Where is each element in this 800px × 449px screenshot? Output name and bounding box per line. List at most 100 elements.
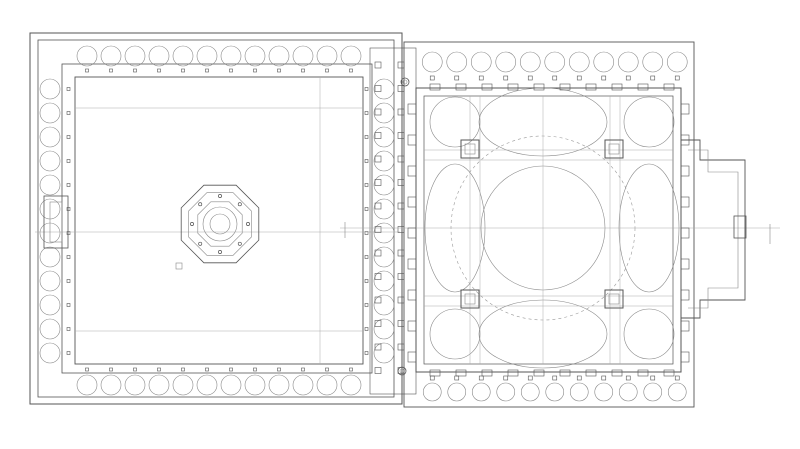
portico-column (66, 183, 71, 187)
portico-column (364, 87, 369, 91)
portico-column (109, 367, 113, 372)
portico-dome (340, 374, 362, 396)
buttress (585, 369, 597, 377)
connector-pier (374, 179, 382, 186)
portico-column (157, 367, 161, 372)
portico-dome (148, 374, 170, 396)
buttress (429, 369, 441, 377)
portico-column (205, 367, 209, 372)
portico-dome (172, 374, 194, 396)
portico-dome (39, 150, 61, 172)
portico-column (349, 367, 353, 372)
portico-dome (76, 374, 98, 396)
portico-dome (373, 102, 395, 124)
connector-pier (397, 85, 405, 92)
portico-dome (100, 45, 122, 67)
portico-dome (172, 45, 194, 67)
colonnade-column (650, 375, 656, 381)
connector-pier (397, 132, 405, 139)
fountain-column (190, 222, 194, 226)
colonnade-column (454, 375, 460, 381)
connector-pier (397, 320, 405, 327)
portico-column (66, 207, 71, 211)
connector-pier (374, 249, 382, 257)
fountain-column (237, 241, 242, 246)
portico-dome (244, 45, 266, 67)
portico-dome (196, 45, 218, 67)
prayer-hall (340, 41, 780, 408)
portico-column (66, 159, 71, 163)
pier-ne (604, 139, 624, 159)
portico-dome (316, 374, 338, 396)
prayer-hall-inner-wall (423, 95, 674, 365)
portico-column (364, 135, 369, 139)
buttress (680, 165, 690, 177)
colonnade-dome (545, 382, 565, 402)
portico-dome (292, 45, 314, 67)
colonnade-dome (667, 382, 687, 402)
portico-dome (39, 102, 61, 124)
portico-dome (196, 374, 218, 396)
colonnade-dome (421, 51, 443, 73)
colonnade-dome (446, 51, 468, 73)
colonnade-dome (520, 382, 540, 402)
portico-dome (39, 174, 61, 196)
colonnade-column (454, 75, 460, 81)
portico-dome (39, 294, 61, 316)
buttress (663, 369, 675, 377)
courtyard-west-portal (43, 195, 69, 249)
fountain-column (198, 241, 203, 246)
fountain-outer-octagon (180, 184, 260, 264)
colonnade-dome (447, 382, 467, 402)
buttress (559, 369, 571, 377)
portico-dome (316, 45, 338, 67)
buttress (407, 134, 417, 146)
portico-dome (268, 45, 290, 67)
colonnade-dome (519, 51, 541, 73)
colonnade-column (674, 75, 680, 81)
buttress (407, 165, 417, 177)
portico-dome (373, 174, 395, 196)
mihrab-apse-inner (688, 149, 739, 309)
portico-dome (100, 374, 122, 396)
portico-dome (124, 45, 146, 67)
portico-column (301, 367, 305, 372)
buttress (481, 369, 493, 377)
portico-dome (292, 374, 314, 396)
colonnade-column (552, 75, 558, 81)
portico-column (66, 111, 71, 115)
buttress (507, 369, 519, 377)
portico-column (364, 327, 369, 331)
buttress (559, 83, 571, 91)
fountain-basin (202, 206, 238, 242)
fountain-mid-octagon (188, 192, 252, 256)
colonnade-column (674, 375, 680, 381)
buttress (429, 83, 441, 91)
colonnade-dome (496, 382, 516, 402)
colonnade-column (527, 75, 533, 81)
connector-pier (397, 273, 405, 280)
buttress (680, 258, 690, 270)
portico-column (229, 367, 233, 372)
colonnade-column (429, 375, 435, 381)
mihrab-apse (681, 139, 746, 319)
connector-pier (374, 108, 382, 116)
colonnade-dome (495, 51, 517, 73)
portico-column (364, 159, 369, 163)
buttress (680, 351, 690, 363)
connector-pier (374, 155, 382, 163)
portico-column (277, 367, 281, 372)
connector-pier (397, 155, 405, 163)
colonnade-dome (666, 51, 688, 73)
colonnade-column (478, 75, 484, 81)
buttress (680, 196, 690, 208)
portico-column (349, 68, 353, 73)
portico-column (364, 279, 369, 283)
colonnade-column (625, 375, 631, 381)
colonnade-dome (618, 382, 638, 402)
portico-column (277, 68, 281, 73)
portico-column (66, 231, 71, 235)
portico-dome (39, 246, 61, 268)
colonnade-dome (470, 51, 492, 73)
